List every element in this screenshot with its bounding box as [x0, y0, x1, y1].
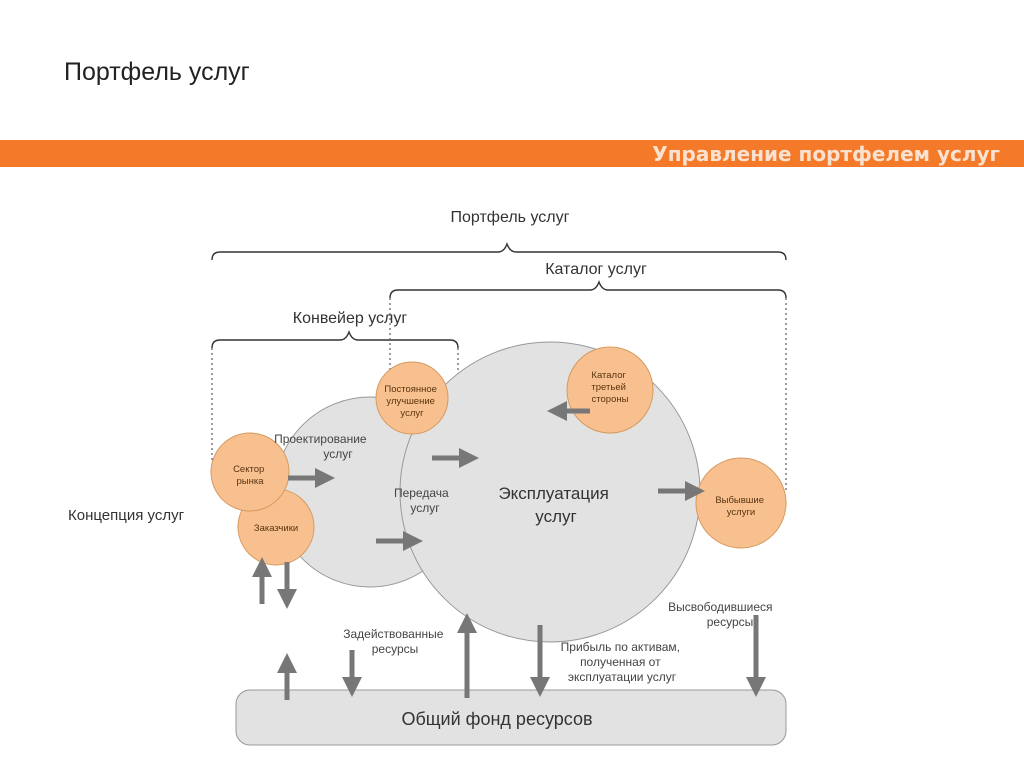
page-title: Портфель услуг — [64, 58, 250, 86]
banner-text: Управление портфелем услуг — [652, 142, 1000, 166]
pipeline-label: Конвейер услуг — [293, 310, 408, 327]
market-sector-circle — [210, 432, 290, 512]
improvement-circle — [375, 361, 449, 435]
retired-services-label: Выбывшие услуги — [715, 495, 766, 518]
transition-label: Передача услуг — [394, 486, 452, 515]
section-banner: Управление портфелем услуг — [0, 140, 1024, 167]
committed-resources-label: Задействованные ресурсы — [343, 627, 447, 656]
portfolio-label: Портфель услуг — [451, 209, 570, 226]
improvement-label: Постоянное улучшение услуг — [384, 384, 439, 419]
resource-pool-label: Общий фонд ресурсов — [401, 709, 592, 729]
concept-label: Концепция услуг — [68, 507, 185, 524]
design-label: Проектирование услуг — [274, 432, 370, 461]
market-sector-label: Сектор рынка — [233, 464, 267, 487]
third-party-catalog-label: Каталог третьей стороны — [591, 370, 628, 405]
released-resources-label: Высвободившиеся ресурсы — [668, 600, 776, 629]
portfolio-bracket — [211, 242, 787, 261]
operation-label: Эксплуатация услуг — [498, 484, 613, 526]
returns-label: Прибыль по активам, полученная от эксплу… — [561, 640, 684, 684]
resource-pool — [235, 689, 787, 746]
catalog-bracket — [389, 280, 787, 299]
pipeline-bracket — [211, 330, 459, 349]
customers-label: Заказчики — [254, 523, 298, 534]
retired-services-circle — [695, 457, 787, 549]
catalog-label: Каталог услуг — [545, 261, 647, 278]
